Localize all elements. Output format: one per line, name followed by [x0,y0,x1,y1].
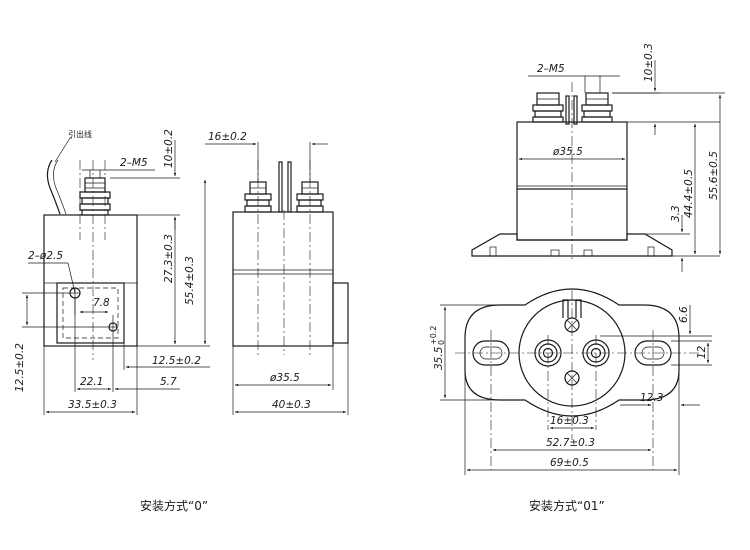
bracket-side [332,282,349,344]
terminal [532,92,564,123]
coil-pin [565,95,570,125]
view0-side: 16±0.2 ø35.5 40±0.3 [205,131,349,415]
dim-22-1: 22.1 [80,376,103,388]
lead-wire [46,159,61,215]
coil-pin [278,161,283,213]
terminal [79,177,111,216]
body-front [43,214,138,347]
dim-35-5-01: ø35.5 [552,146,583,158]
thread-label-01: 2–M5 [537,63,565,75]
dim-16-01: 16±0.3 [550,415,589,427]
view01-plan: 35.5 +0.2 0 6.6 12 12.3 16±0.3 52.7±0.3 … [429,288,712,475]
coil-pin [573,95,578,125]
terminal [581,92,613,123]
dim-7-8: 7.8 [93,297,110,309]
caption-01: 安装方式“01” [529,498,605,513]
dim-44-4: 44.4±0.5 [683,169,695,218]
dim-16-side: 16±0.2 [208,131,247,143]
mounting-bracket [56,282,125,344]
dim-3-3: 3.3 [670,205,682,222]
view01-elevation: 2–M5 ø35.5 10±0.3 44.4±0.5 55.6±0.5 3.3 [471,43,725,272]
dim-5-7: 5.7 [160,376,177,388]
dim-33-5: 33.5±0.3 [68,399,117,411]
coil-pin [287,161,292,213]
dim-12-3: 12.3 [640,392,663,404]
caption-0: 安装方式“0” [140,498,208,513]
dim-10-01: 10±0.3 [643,43,655,82]
dim-12-5-v: 12.5±0.2 [14,343,26,392]
dim-55-4: 55.4±0.3 [184,256,196,305]
body-side [232,211,334,347]
dim-69: 69±0.5 [550,457,589,469]
dim-55-6: 55.6±0.5 [708,151,720,200]
dim-35-5-side: ø35.5 [269,372,300,384]
dim-27-3: 27.3±0.3 [163,234,175,283]
dim-52-7: 52.7±0.3 [546,437,595,449]
tol-lower: 0 [437,340,446,345]
hole-label: 2–ø2.5 [28,250,63,262]
dim-6-6: 6.6 [678,306,690,323]
dim-35-5-v: 35.5 [433,346,445,370]
flange-01 [471,233,673,257]
dim-12: 12 [696,345,708,359]
dim-40: 40±0.3 [272,399,311,411]
view0-front: 引出线 2–M5 2–ø2.5 [14,129,210,415]
tol-upper: +0.2 [429,326,438,345]
thread-label-0: 2–M5 [120,157,148,169]
dim-12-5-h: 12.5±0.2 [152,355,201,367]
lead-label: 引出线 [68,129,92,139]
dim-10-0: 10±0.2 [163,129,175,168]
